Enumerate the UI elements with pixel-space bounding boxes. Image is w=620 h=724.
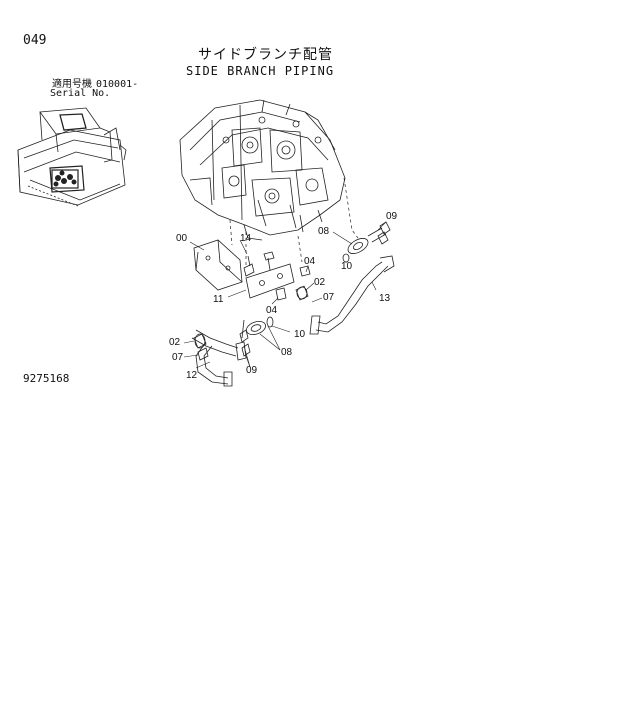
callout-08: 08 — [281, 347, 293, 358]
excavator-thumbnail-illustration — [17, 107, 127, 207]
callout-10: 10 — [294, 329, 306, 340]
fittings-02-07-lower — [193, 333, 209, 361]
fittings-04-02 — [275, 265, 311, 301]
callout-10: 10 — [341, 261, 353, 272]
serial-label-japanese: 適用号機 — [52, 79, 92, 90]
callout-04: 04 — [266, 305, 278, 316]
callout-02: 02 — [314, 277, 326, 288]
hose-part-12 — [191, 329, 247, 387]
main-pump-assembly-illustration — [179, 99, 346, 241]
flange-part-08-upper — [342, 221, 391, 263]
serial-value: 010001- — [96, 79, 139, 90]
callout-09: 09 — [386, 211, 398, 222]
page-title-english: SIDE BRANCH PIPING — [186, 64, 335, 78]
plate-part-11 — [245, 263, 295, 299]
serial-label-english: Serial No. — [50, 88, 111, 99]
drawing-number: 9275168 — [23, 372, 70, 385]
callout-00: 00 — [176, 233, 188, 244]
callout-13: 13 — [379, 293, 391, 304]
callout-09: 09 — [246, 365, 258, 376]
page-number: 049 — [23, 33, 47, 48]
callout-04: 04 — [304, 256, 316, 267]
hose-part-13 — [309, 255, 395, 335]
bracket-part-00 — [193, 239, 243, 291]
callout-08: 08 — [318, 226, 330, 237]
bolts-part-14 — [243, 251, 275, 277]
callout-11: 11 — [213, 294, 224, 305]
page-title-japanese: サイドブランチ配管 — [198, 47, 333, 63]
flange-part-08-lower — [239, 316, 274, 357]
callout-14: 14 — [240, 233, 252, 244]
callout-07: 07 — [172, 352, 184, 363]
callout-12: 12 — [186, 370, 198, 381]
callout-02: 02 — [169, 337, 181, 348]
callout-07: 07 — [323, 292, 335, 303]
